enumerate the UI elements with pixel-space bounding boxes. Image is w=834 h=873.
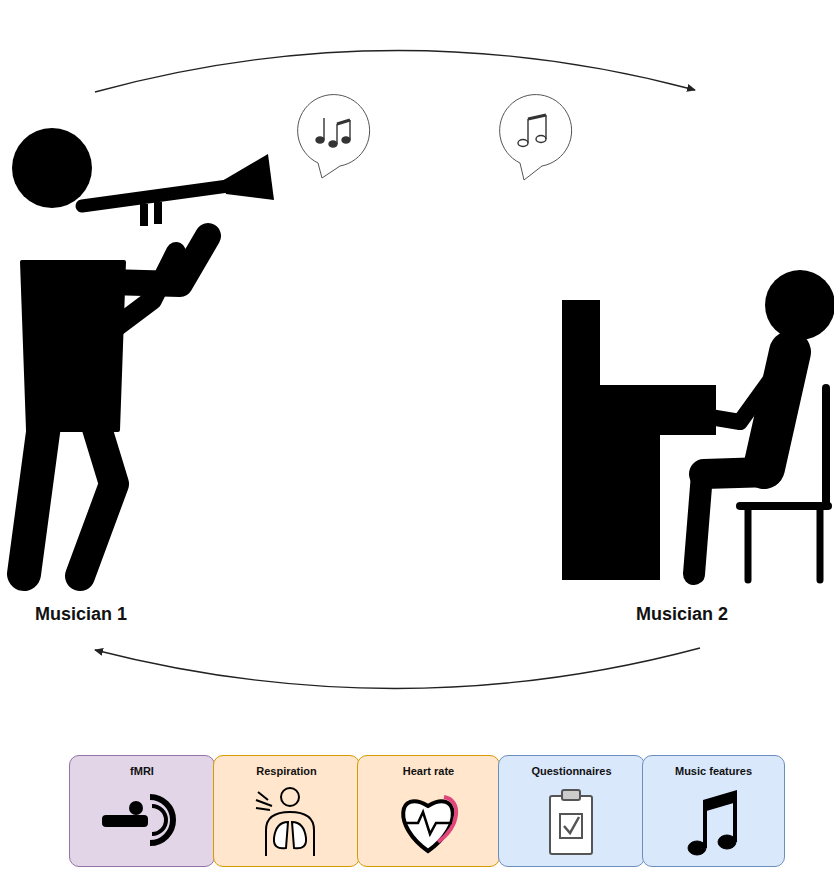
box-title: Questionnaires — [499, 765, 644, 777]
piano-player — [562, 270, 834, 580]
speech-bubble — [500, 95, 572, 180]
box-title: fMRI — [70, 765, 214, 777]
measure-box: fMRI — [69, 755, 215, 867]
measure-box: Questionnaires — [498, 755, 645, 867]
trumpet-player — [12, 128, 274, 576]
box-title: Heart rate — [358, 765, 499, 777]
measure-box: Respiration — [213, 755, 360, 867]
musician-label: Musician 2 — [636, 604, 728, 625]
musician-label: Musician 1 — [35, 604, 127, 625]
box-title: Music features — [643, 765, 784, 777]
exchange-arrow — [95, 50, 695, 92]
speech-bubble — [298, 95, 370, 178]
box-title: Respiration — [214, 765, 359, 777]
exchange-arrow — [95, 648, 700, 689]
measure-box: Heart rate — [357, 755, 500, 867]
measure-box: Music features — [642, 755, 785, 867]
